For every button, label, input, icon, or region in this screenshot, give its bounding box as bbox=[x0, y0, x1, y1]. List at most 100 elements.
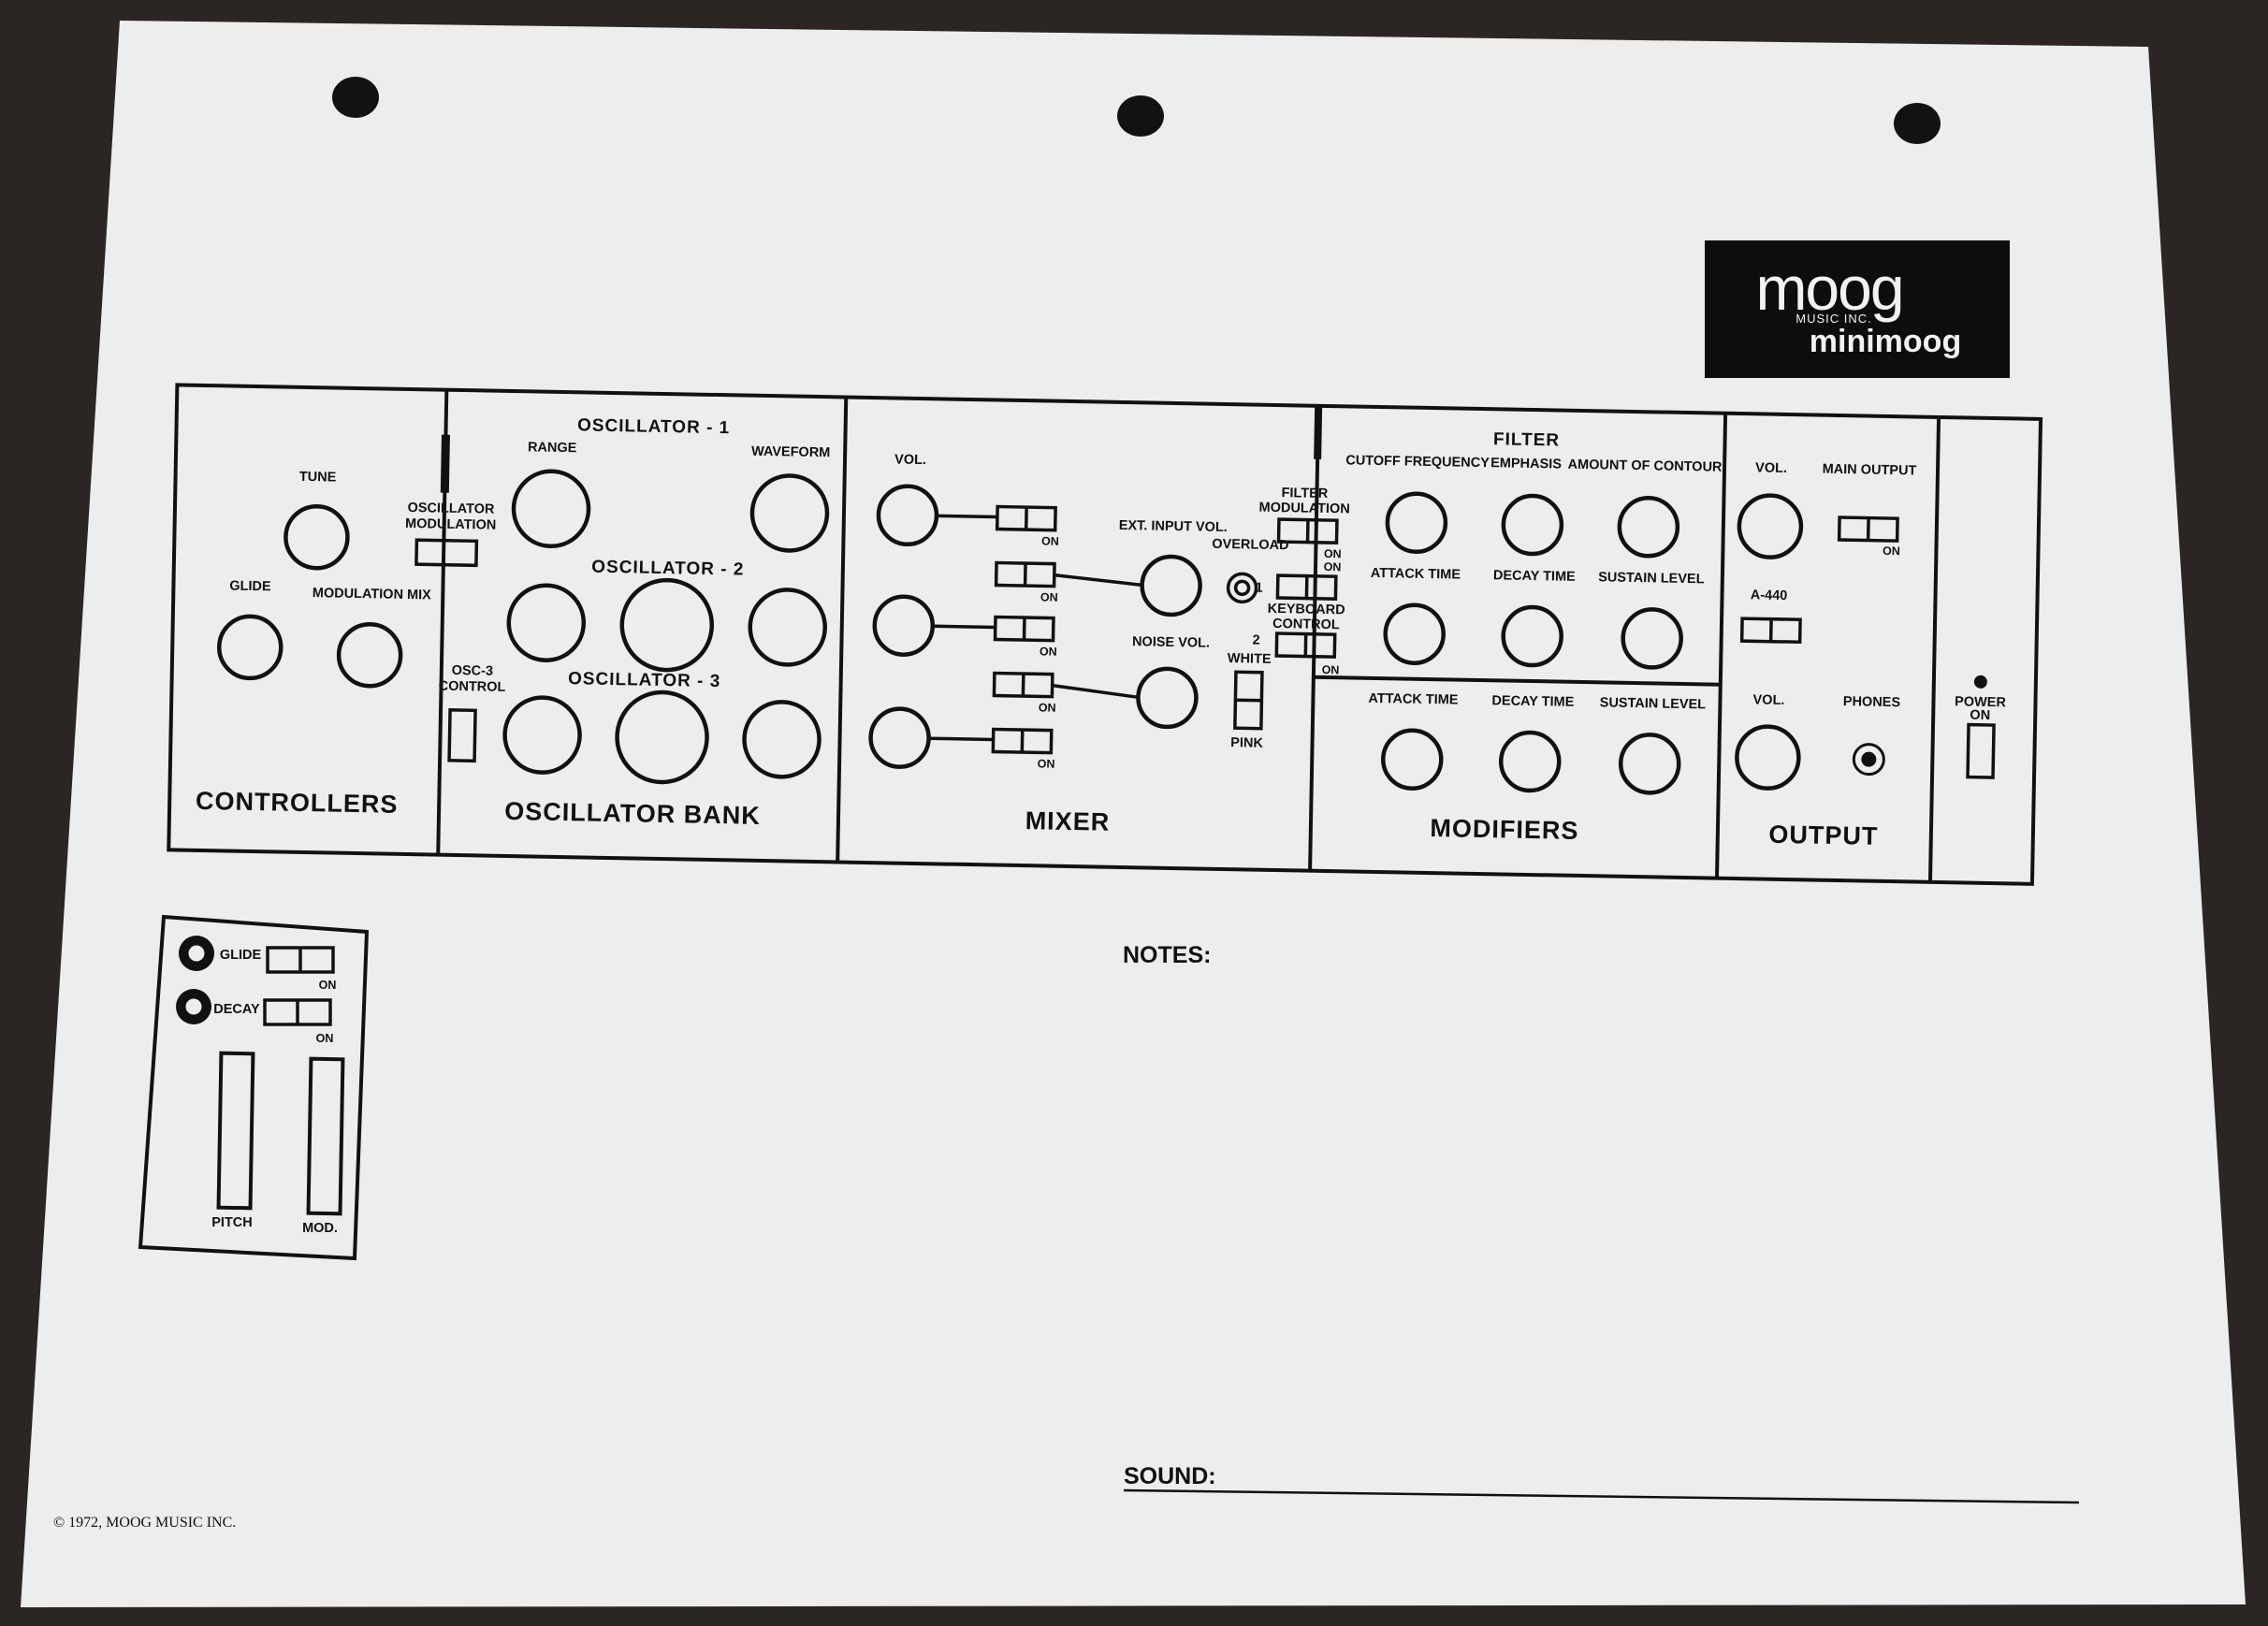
loudness-attack-knob[interactable] bbox=[1381, 728, 1444, 791]
section-title-output: OUTPUT bbox=[1768, 820, 1879, 850]
label-filter-sustain: SUSTAIN LEVEL bbox=[1598, 570, 1705, 587]
mod-wheel[interactable] bbox=[306, 1056, 345, 1216]
glide-knob[interactable] bbox=[217, 614, 284, 681]
osc2-range-knob[interactable] bbox=[506, 583, 587, 662]
modulation-mix-knob[interactable] bbox=[336, 622, 403, 689]
filter-attack-knob[interactable] bbox=[1383, 602, 1446, 665]
phones-jack-hole bbox=[1861, 751, 1877, 767]
keyboard-control-switch-2[interactable] bbox=[1274, 632, 1337, 659]
osc3-range-knob[interactable] bbox=[502, 695, 582, 775]
divider bbox=[1715, 413, 1728, 878]
a440-switch[interactable] bbox=[1739, 617, 1802, 645]
label-tune: TUNE bbox=[299, 470, 337, 486]
mixer-switch-osc3[interactable] bbox=[991, 727, 1054, 755]
sound-label: SOUND: bbox=[1124, 1463, 1216, 1489]
amount-of-contour-knob[interactable] bbox=[1617, 496, 1680, 559]
label-osc3-control-1: OSC-3 bbox=[452, 663, 494, 679]
filter-sustain-knob[interactable] bbox=[1621, 607, 1683, 670]
on-label: ON bbox=[319, 979, 337, 992]
logo-product-text: minimoog bbox=[1810, 324, 1961, 359]
label-glide: GLIDE bbox=[229, 579, 271, 595]
divider-notch bbox=[440, 434, 450, 493]
label-filter-attack: ATTACK TIME bbox=[1371, 566, 1461, 583]
label-white: WHITE bbox=[1228, 651, 1272, 667]
filter-decay-knob[interactable] bbox=[1501, 604, 1563, 668]
phones-volume-knob[interactable] bbox=[1735, 724, 1801, 791]
label-osc3-control-2: CONTROL bbox=[439, 679, 506, 695]
label-oscillator-2: OSCILLATOR - 2 bbox=[591, 558, 745, 580]
label-oscillator-3: OSCILLATOR - 3 bbox=[568, 669, 721, 691]
mixer-switch-osc1[interactable] bbox=[995, 504, 1057, 532]
label-keyboard-control-1: KEYBOARD bbox=[1268, 602, 1345, 618]
osc1-range-knob[interactable] bbox=[511, 469, 591, 549]
punch-hole bbox=[1894, 103, 1941, 144]
punch-hole bbox=[332, 77, 379, 118]
glide-on-switch[interactable] bbox=[266, 946, 335, 974]
section-title-controllers: CONTROLLERS bbox=[196, 787, 399, 819]
label-keyboard-2: 2 bbox=[1252, 633, 1259, 648]
label-keyboard-control-2: CONTROL bbox=[1272, 617, 1340, 632]
label-amount-of-contour: AMOUNT OF CONTOUR bbox=[1567, 457, 1723, 475]
on-label: ON bbox=[1883, 544, 1900, 558]
main-volume-knob[interactable] bbox=[1737, 493, 1804, 559]
label-noise-vol: NOISE VOL. bbox=[1132, 634, 1210, 651]
connector-line bbox=[1052, 683, 1139, 700]
cutoff-frequency-knob[interactable] bbox=[1385, 491, 1448, 554]
loudness-sustain-knob[interactable] bbox=[1618, 733, 1681, 795]
filter-modulation-switch[interactable] bbox=[1276, 517, 1339, 544]
switch-divider bbox=[1235, 698, 1262, 703]
power-switch[interactable] bbox=[1966, 722, 1996, 779]
tune-knob[interactable] bbox=[284, 503, 350, 571]
label-power: POWER bbox=[1955, 694, 2007, 710]
osc3-waveform-knob[interactable] bbox=[742, 700, 821, 779]
keyboard-control-switch-1[interactable] bbox=[1275, 573, 1338, 601]
osc2-waveform-knob[interactable] bbox=[748, 588, 827, 667]
left-hand-controller: GLIDE ON DECAY ON PITCH MOD. bbox=[138, 914, 370, 1261]
decay-on-switch[interactable] bbox=[263, 998, 332, 1026]
osc2-frequency-knob[interactable] bbox=[619, 577, 715, 673]
overload-lamp-icon bbox=[1226, 572, 1258, 604]
mixer-switch-osc2[interactable] bbox=[993, 615, 1055, 643]
copyright-text: © 1972, MOOG MUSIC INC. bbox=[53, 1515, 236, 1531]
label-power-on: ON bbox=[1970, 708, 1990, 723]
on-label: ON bbox=[316, 1032, 334, 1045]
sound-write-line bbox=[1123, 1488, 2080, 1504]
osc1-waveform-knob[interactable] bbox=[749, 473, 830, 553]
label-osc-mod-1: OSCILLATOR bbox=[407, 501, 495, 517]
on-label: ON bbox=[1038, 757, 1055, 770]
label-lh-decay: DECAY bbox=[213, 1002, 260, 1017]
label-range: RANGE bbox=[528, 440, 577, 456]
label-oscillator-1: OSCILLATOR - 1 bbox=[577, 415, 731, 438]
label-cutoff-frequency: CUTOFF FREQUENCY bbox=[1345, 453, 1490, 471]
label-ext-input-vol: EXT. INPUT VOL. bbox=[1119, 518, 1228, 535]
label-osc-mod-2: MODULATION bbox=[405, 516, 496, 533]
logo-company-text: MUSIC INC. bbox=[1796, 312, 1872, 326]
label-modulation-mix: MODULATION MIX bbox=[313, 586, 432, 602]
label-waveform: WAVEFORM bbox=[751, 444, 831, 461]
phones-jack-icon[interactable] bbox=[1852, 743, 1885, 777]
label-loudness-decay: DECAY TIME bbox=[1491, 693, 1574, 710]
divider-h bbox=[1313, 675, 1721, 687]
pitch-wheel[interactable] bbox=[216, 1051, 255, 1211]
oscillator-modulation-switch[interactable] bbox=[414, 538, 479, 568]
connector-line bbox=[932, 624, 996, 630]
osc3-frequency-knob[interactable] bbox=[615, 690, 709, 785]
loudness-decay-knob[interactable] bbox=[1499, 730, 1562, 793]
main-output-switch[interactable] bbox=[1837, 515, 1899, 543]
panel-outline bbox=[167, 383, 2043, 886]
emphasis-knob[interactable] bbox=[1501, 493, 1564, 557]
label-filter-modulation-2: MODULATION bbox=[1258, 501, 1349, 517]
on-label: ON bbox=[1041, 534, 1059, 547]
osc3-control-switch[interactable] bbox=[447, 708, 477, 763]
label-pink: PINK bbox=[1230, 735, 1263, 751]
label-filter-modulation-1: FILTER bbox=[1281, 486, 1328, 501]
connector-line bbox=[1054, 573, 1142, 588]
label-emphasis: EMPHASIS bbox=[1490, 456, 1562, 472]
on-label: ON bbox=[1040, 645, 1057, 658]
on-label: ON bbox=[1324, 560, 1342, 573]
label-loudness-sustain: SUSTAIN LEVEL bbox=[1600, 695, 1707, 712]
label-keyboard-1: 1 bbox=[1255, 581, 1262, 596]
label-filter: FILTER bbox=[1493, 429, 1560, 450]
moog-logo: moog MUSIC INC. minimoog bbox=[1705, 240, 2010, 378]
